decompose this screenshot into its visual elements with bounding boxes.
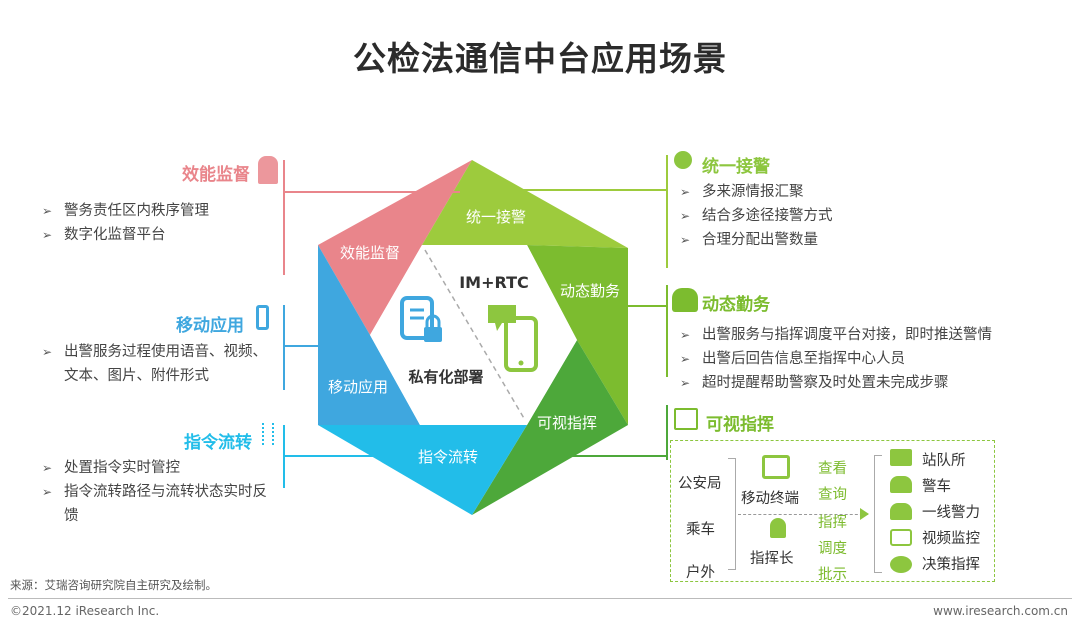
- center-tech-label: IM+RTC: [459, 273, 529, 292]
- station-icon: [890, 449, 912, 466]
- segment-label-instruction-flow: 指令流转: [418, 448, 478, 466]
- footer-url[interactable]: www.iresearch.com.cn: [933, 604, 1068, 618]
- right-title-dynamic-duty: 动态勤务: [702, 295, 770, 315]
- target-decision: 决策指挥: [922, 557, 980, 573]
- action-command: 指挥: [818, 515, 847, 531]
- segment-efficiency: [318, 160, 472, 335]
- visual-command-box: [670, 440, 995, 582]
- list-item: 超时提醒帮助警察及时处置未完成步骤: [680, 371, 1075, 395]
- middle-commander: 指挥长: [750, 551, 794, 567]
- right-list-dynamic-duty: 出警服务与指挥调度平台对接，即时推送警情 出警后回告信息至指挥中心人员 超时提醒…: [680, 323, 1075, 395]
- police-officer-icon: [258, 156, 278, 184]
- action-instruct: 批示: [818, 567, 847, 583]
- right-title-unified-alarm: 统一接警: [702, 157, 770, 177]
- action-view: 查看: [818, 461, 847, 477]
- source-vehicle: 乘车: [686, 522, 715, 538]
- footer-copyright: ©2021.12 iResearch Inc.: [10, 604, 160, 618]
- target-frontline: 一线警力: [922, 505, 980, 521]
- center-deploy-label: 私有化部署: [407, 368, 483, 386]
- segment-label-unified-alarm: 统一接警: [466, 208, 526, 226]
- segment-label-visual-command: 可视指挥: [537, 414, 597, 432]
- list-item: 出警服务过程使用语音、视频、文本、图片、附件形式: [42, 340, 277, 388]
- left-title-mobile-app: 移动应用: [176, 316, 244, 336]
- segment-label-dynamic-duty: 动态勤务: [560, 282, 620, 300]
- list-item: 合理分配出警数量: [680, 228, 1060, 252]
- left-list-efficiency: 警务责任区内秩序管理 数字化监督平台: [42, 199, 267, 247]
- list-item: 出警后回告信息至指挥中心人员: [680, 347, 1075, 371]
- segment-dynamic-duty: [527, 245, 628, 425]
- left-title-efficiency: 效能监督: [182, 165, 250, 185]
- video-command-icon: [674, 408, 698, 430]
- source-note: 来源：艾瑞咨询研究院自主研究及绘制。: [10, 578, 217, 592]
- list-item: 数字化监督平台: [42, 223, 267, 247]
- list-item: 结合多途径接警方式: [680, 204, 1060, 228]
- officer-24h-icon: [672, 288, 698, 312]
- segment-unified-alarm: [422, 160, 628, 248]
- list-item: 指令流转路径与流转状态实时反馈: [42, 480, 277, 528]
- phone-chat-icon: [488, 305, 538, 372]
- segment-visual-command: [472, 340, 628, 515]
- list-item: 处置指令实时管控: [42, 456, 277, 480]
- middle-mobile-terminal: 移动终端: [741, 491, 799, 507]
- source-outdoor: 户外: [686, 565, 715, 581]
- left-list-mobile-app: 出警服务过程使用语音、视频、文本、图片、附件形式: [42, 340, 277, 388]
- segment-label-efficiency: 效能监督: [340, 244, 400, 262]
- document-lock-icon: [400, 296, 442, 342]
- terminal-icon: [762, 455, 790, 479]
- target-video: 视频监控: [922, 531, 980, 547]
- list-item: 多来源情报汇聚: [680, 180, 1060, 204]
- segment-instruction-flow: [318, 425, 527, 515]
- right-list-unified-alarm: 多来源情报汇聚 结合多途径接警方式 合理分配出警数量: [680, 180, 1060, 252]
- segment-label-mobile-app: 移动应用: [328, 378, 388, 396]
- mobile-phone-icon: [256, 305, 269, 330]
- left-list-instruction-flow: 处置指令实时管控 指令流转路径与流转状态实时反馈: [42, 456, 277, 528]
- commander-icon: [770, 518, 786, 538]
- target-police-car: 警车: [922, 479, 951, 495]
- target-station: 站队所: [922, 453, 966, 469]
- decision-icon: [890, 556, 912, 573]
- segment-mobile-app: [318, 245, 420, 425]
- right-title-visual-command: 可视指挥: [706, 415, 774, 435]
- action-dispatch: 调度: [818, 541, 847, 557]
- footer-divider: [8, 598, 1072, 599]
- police-car-icon: [890, 475, 912, 493]
- page-title: 公检法通信中台应用场景: [353, 39, 727, 78]
- action-query: 查询: [818, 487, 847, 503]
- arrow-right-icon: [860, 508, 869, 520]
- camera-icon: [890, 529, 912, 547]
- source-police-station: 公安局: [678, 476, 722, 492]
- police-badge-icon: [674, 151, 692, 169]
- list-item: 警务责任区内秩序管理: [42, 199, 267, 223]
- left-title-instruction-flow: 指令流转: [184, 433, 252, 453]
- officer-icon: [890, 502, 912, 520]
- touch-gesture-icon: [262, 423, 274, 445]
- list-item: 出警服务与指挥调度平台对接，即时推送警情: [680, 323, 1075, 347]
